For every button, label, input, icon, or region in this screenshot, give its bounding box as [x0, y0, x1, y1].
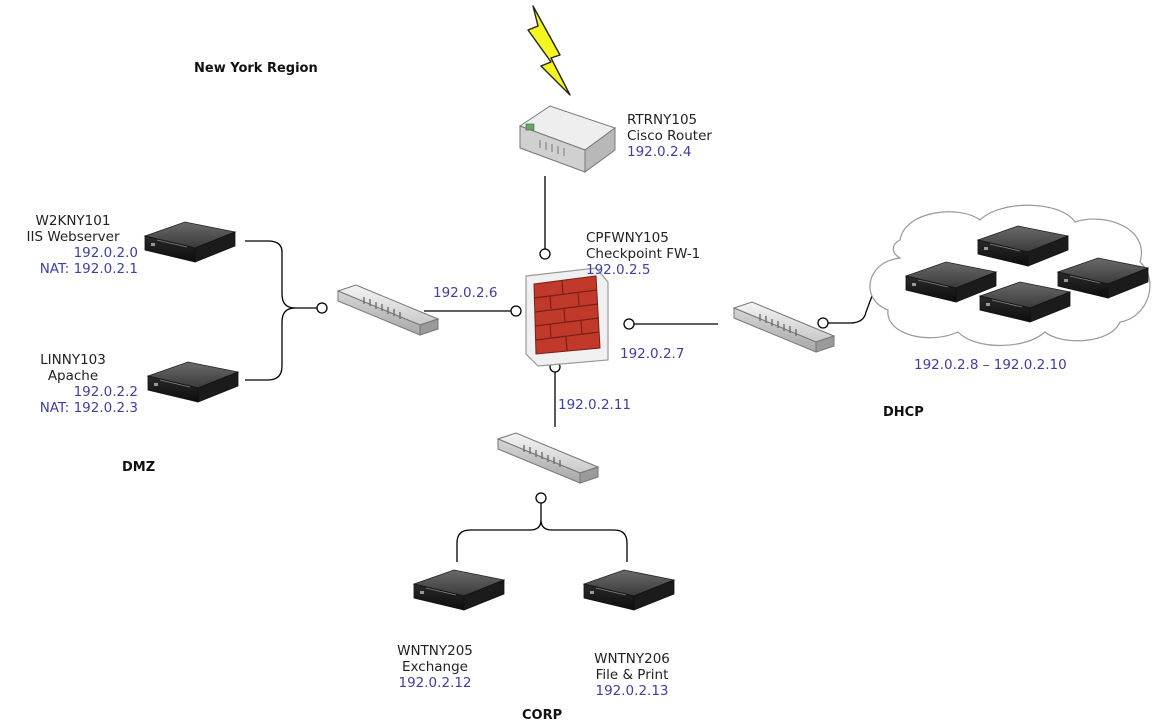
wire-dhcp-switch-cloud — [828, 295, 873, 324]
dmz-server-label: W2KNY101 IIS Webserver 192.0.2.0 NAT: 19… — [8, 213, 139, 277]
server-ip: 192.0.2.12 — [398, 675, 472, 691]
server-name: WNTNY205 — [397, 643, 473, 659]
firewall-name: CPFWNY105 — [586, 230, 669, 246]
server-role: File & Print — [595, 667, 669, 683]
link-ip-dhcp: 192.0.2.7 — [620, 346, 685, 362]
server-nat: NAT: 192.0.2.1 — [39, 261, 138, 277]
port-circle — [539, 248, 551, 260]
connection-lines — [245, 176, 873, 562]
server-ip: 192.0.2.0 — [73, 245, 138, 261]
corp-server-label: WNTNY205 Exchange 192.0.2.12 — [377, 643, 493, 691]
zone-label-dhcp: DHCP — [883, 405, 924, 420]
dhcp-pool-range: 192.0.2.8 – 192.0.2.10 — [914, 357, 1067, 373]
server-role: Exchange — [402, 659, 468, 675]
zone-label-dmz: DMZ — [122, 460, 156, 475]
port-circle — [535, 492, 547, 504]
server-ip: 192.0.2.13 — [595, 683, 669, 699]
port-circle — [817, 317, 829, 329]
router-label: RTRNY105 Cisco Router 192.0.2.4 — [627, 112, 712, 160]
router-ip: 192.0.2.4 — [627, 144, 692, 160]
server-role: IIS Webserver — [26, 229, 120, 245]
lightning-icon — [527, 5, 571, 96]
dhcp-switch-icon — [733, 301, 835, 353]
server-wntny205-icon — [413, 569, 505, 611]
wire-corp-servers — [456, 519, 628, 562]
port-circle — [316, 302, 328, 314]
firewall-ip: 192.0.2.5 — [586, 262, 651, 278]
port-circle — [623, 318, 635, 330]
router-name: RTRNY105 — [627, 112, 698, 128]
link-ip-corp: 192.0.2.11 — [558, 397, 631, 413]
firewall-label: CPFWNY105 Checkpoint FW-1 192.0.2.5 — [586, 230, 700, 278]
firewall-type: Checkpoint FW-1 — [586, 246, 701, 262]
server-name: LINNY103 — [40, 352, 106, 368]
server-linny103-icon — [147, 361, 239, 403]
diagram-title: New York Region — [194, 61, 318, 76]
corp-switch-icon — [497, 432, 599, 484]
server-nat: NAT: 192.0.2.3 — [39, 400, 138, 416]
server-name: WNTNY206 — [594, 651, 670, 667]
server-role: Apache — [47, 368, 99, 384]
corp-server-label: WNTNY206 File & Print 192.0.2.13 — [574, 651, 690, 699]
wire-linny103 — [245, 307, 296, 381]
wire-w2kny101 — [245, 240, 318, 309]
server-name: W2KNY101 — [35, 213, 111, 229]
server-wntny206-icon — [583, 569, 675, 611]
zone-label-corp: CORP — [522, 708, 563, 723]
dhcp-cloud-icon — [869, 204, 1151, 346]
dmz-switch-icon — [337, 284, 439, 336]
router-type: Cisco Router — [627, 128, 712, 144]
dmz-server-label: LINNY103 Apache 192.0.2.2 NAT: 192.0.2.3 — [8, 352, 138, 416]
firewall-icon — [525, 267, 609, 367]
router-icon — [518, 105, 617, 173]
server-w2kny101-icon — [144, 221, 236, 263]
link-ip-dmz: 192.0.2.6 — [433, 285, 498, 301]
server-ip: 192.0.2.2 — [73, 384, 138, 400]
port-circle — [510, 305, 522, 317]
